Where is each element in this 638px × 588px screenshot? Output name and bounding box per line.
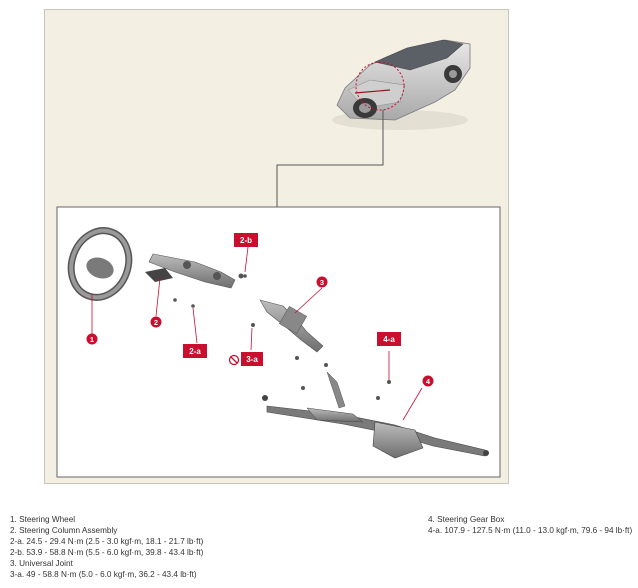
callout-1: 1	[86, 333, 98, 345]
svg-text:2-a: 2-a	[189, 347, 201, 356]
svg-text:2: 2	[154, 318, 158, 327]
legend-item: 4-a. 107.9 - 127.5 N·m (11.0 - 13.0 kgf·…	[428, 526, 633, 535]
steering-column-part	[145, 253, 247, 308]
svg-text:1: 1	[90, 335, 94, 344]
leader-line	[276, 110, 384, 207]
callout-2b: 2-b	[234, 233, 258, 247]
svg-text:3-a: 3-a	[246, 355, 258, 364]
steering-gear-box-part	[262, 363, 489, 459]
callout-2: 2	[150, 316, 162, 328]
legend-item: 2. Steering Column Assembly	[10, 526, 118, 535]
legend-item: 2-b. 53.9 - 58.8 N·m (5.5 - 6.0 kgf·m, 3…	[10, 548, 204, 557]
callout-3a: 3-a	[228, 352, 263, 366]
legend-item: 4. Steering Gear Box	[428, 515, 505, 524]
diagram-canvas: 1 2 3 4 2-a 2-b 3-a	[56, 39, 501, 478]
steering-wheel-part	[67, 227, 133, 301]
callout-4: 4	[422, 375, 434, 387]
legend-item: 3. Universal Joint	[10, 559, 73, 568]
universal-joint-part	[251, 299, 324, 360]
svg-text:4: 4	[426, 377, 431, 386]
component-diagram: 1 2 3 4 2-a 2-b 3-a	[44, 9, 509, 484]
callout-3: 3	[316, 276, 328, 288]
svg-text:4-a: 4-a	[383, 335, 395, 344]
legend-left: 1. Steering Wheel 2. Steering Column Ass…	[10, 514, 203, 580]
legend-right: 4. Steering Gear Box 4-a. 107.9 - 127.5 …	[428, 514, 632, 536]
svg-text:3: 3	[320, 278, 324, 287]
svg-text:2-b: 2-b	[240, 236, 252, 245]
legend-item: 1. Steering Wheel	[10, 515, 76, 524]
legend-item: 3-a. 49 - 58.8 N·m (5.0 - 6.0 kgf·m, 36.…	[10, 570, 197, 579]
car-illustration	[332, 39, 471, 130]
no-reuse-icon	[228, 354, 240, 366]
callout-4a: 4-a	[377, 332, 401, 346]
legend-item: 2-a. 24.5 - 29.4 N·m (2.5 - 3.0 kgf·m, 1…	[10, 537, 204, 546]
callout-2a: 2-a	[183, 344, 207, 358]
